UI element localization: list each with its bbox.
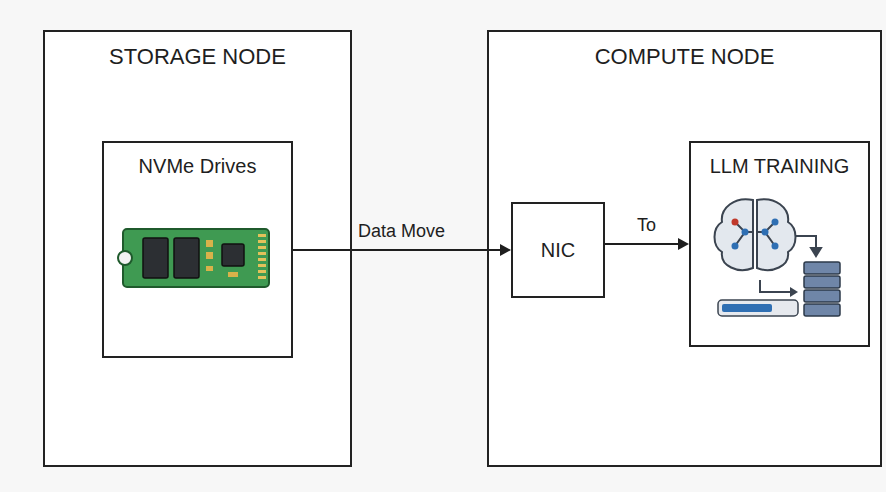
compute-node-box: COMPUTE NODE NIC LLM TRAINING (487, 30, 882, 467)
edge-label: To (637, 215, 656, 236)
flow-arrow (605, 238, 689, 250)
node-title: STORAGE NODE (45, 44, 350, 69)
server-stack-icon (804, 262, 840, 316)
progress-bar-icon (718, 280, 798, 316)
node-title: NIC (513, 239, 603, 262)
training-box: LLM TRAINING (689, 141, 870, 347)
nic-box: NIC (511, 202, 605, 298)
storage-node-box: STORAGE NODE NVMe Drives (43, 30, 352, 467)
node-title: NVMe Drives (104, 155, 291, 178)
drive-box: NVMe Drives (102, 141, 293, 358)
brain-icon (715, 199, 822, 270)
panel-ground (487, 30, 882, 467)
node-title: COMPUTE NODE (489, 44, 880, 69)
node-title: LLM TRAINING (691, 155, 868, 178)
nvme-drive-icon (118, 229, 269, 287)
panel-ground (43, 30, 352, 467)
edge-label: Data Move (358, 221, 445, 242)
flow-arrow (293, 244, 511, 256)
